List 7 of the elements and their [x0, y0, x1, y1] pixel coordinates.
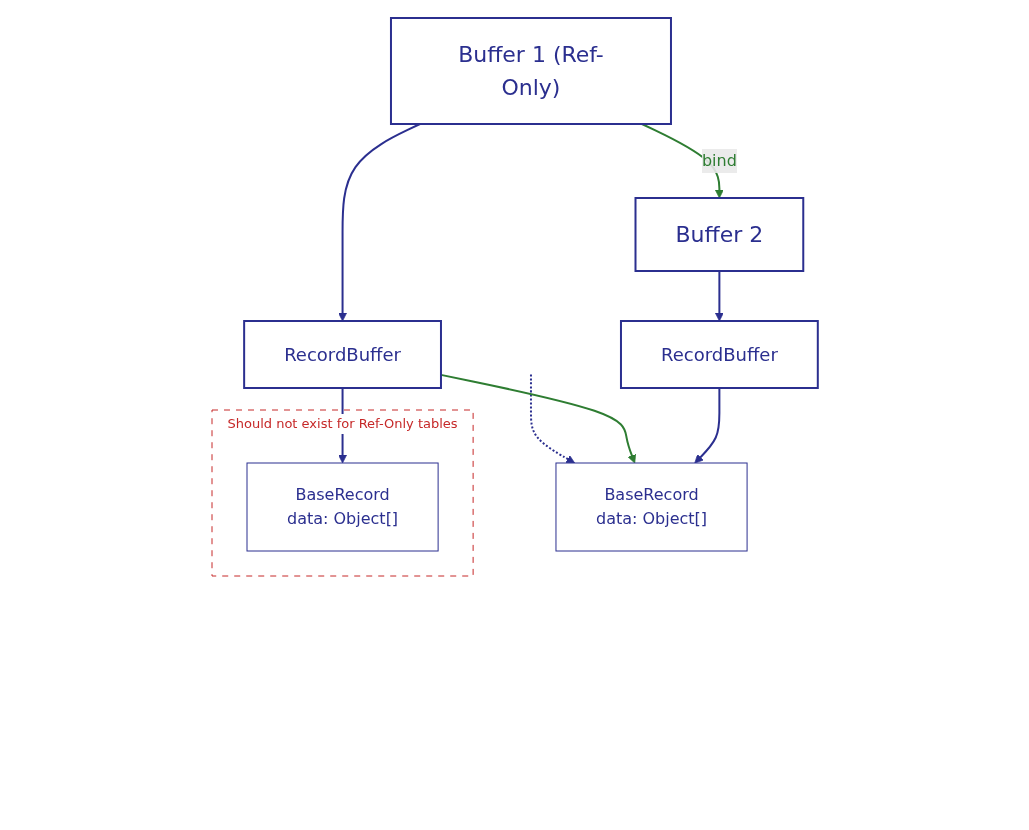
process-box: Buffer 2 [634, 197, 804, 272]
process-box: RecordBuffer [242, 320, 442, 389]
node-label: Should not exist for Ref-Only tables [227, 416, 458, 431]
process-box: Buffer 1 (Ref-Only) [389, 17, 672, 125]
process-box: BaseRecord data: Object[] [246, 462, 439, 552]
process-box: BaseRecord data: Object[] [555, 462, 748, 552]
process-box: RecordBuffer [619, 320, 819, 389]
